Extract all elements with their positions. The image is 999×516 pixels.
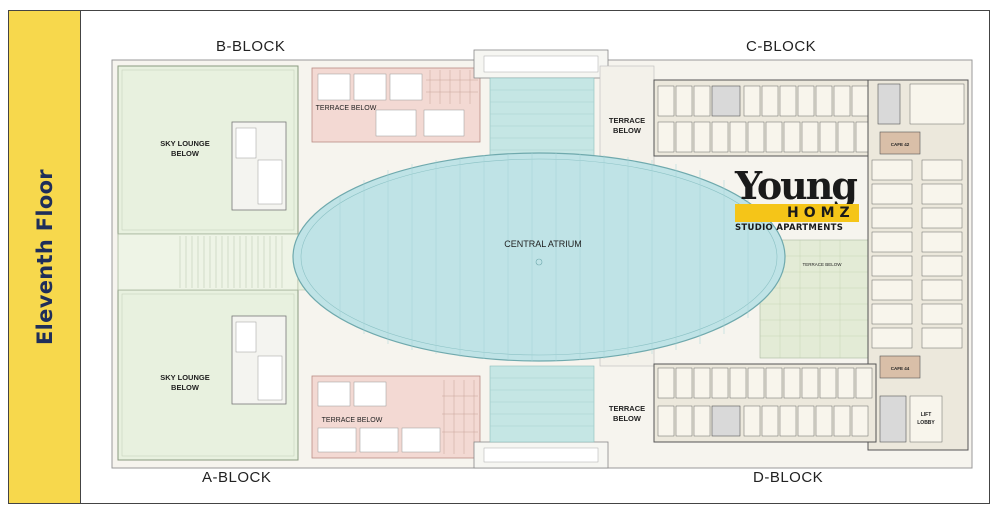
terrace-c-label-1: TERRACE: [609, 116, 645, 125]
sky-lounge-top-label-1: SKY LOUNGE: [160, 139, 209, 148]
atrium-ribs: [339, 153, 749, 361]
sky-lounge-bottom-label-1: SKY LOUNGE: [160, 373, 209, 382]
terrace-d-label-1: TERRACE: [609, 404, 645, 413]
connector-hatch: [179, 236, 283, 288]
sky-lounge-top-label-2: BELOW: [171, 149, 200, 158]
terrace-grid-top: [426, 70, 478, 104]
terrace-d-label-2: BELOW: [613, 414, 642, 423]
logo-brand: Young: [735, 163, 858, 208]
cafe-42-label: CAFE 42: [891, 142, 910, 147]
terrace-bottom-label: TERRACE BELOW: [322, 417, 383, 424]
terrace-top-label: TERRACE BELOW: [316, 105, 377, 112]
floor-title-band: Eleventh Floor: [9, 11, 81, 503]
young-homz-logo: Young HOMZ STUDIO APARTMENTS: [735, 163, 865, 233]
lounge-connector: [117, 233, 299, 291]
d-block-label: D-BLOCK: [753, 469, 824, 486]
atrium-strip-top: [489, 77, 595, 159]
cafe-44-label: CAFE 44: [891, 366, 910, 371]
cafe-44: [879, 355, 921, 379]
terrace-units-bottom: [317, 381, 441, 453]
logo-tagline: STUDIO APARTMENTS: [735, 223, 844, 233]
lift-lobby: [909, 395, 943, 443]
stair-core-top: [877, 83, 901, 125]
c-core: [711, 85, 741, 117]
terrace-small-label: TERRACE BELOW: [802, 262, 842, 267]
terrace-units-top: [317, 73, 465, 137]
c-block-label: C-BLOCK: [746, 38, 817, 55]
logo-sub: HOMZ: [735, 204, 859, 222]
d-core: [711, 405, 741, 437]
a-block-label: A-BLOCK: [202, 469, 272, 486]
terrace-c-label-2: BELOW: [613, 126, 642, 135]
stair-core-bottom: [879, 395, 907, 443]
atrium-strip-bottom: [489, 365, 595, 443]
central-atrium: [292, 152, 786, 362]
lift-lobby-label-2: LOBBY: [917, 420, 935, 426]
b-block-label: B-BLOCK: [216, 38, 286, 55]
sky-lounge-bottom-label-2: BELOW: [171, 383, 200, 392]
central-atrium-label: CENTRAL ATRIUM: [504, 239, 582, 249]
cafe-42: [879, 131, 921, 155]
lift-lobby-label-1: LIFT: [921, 412, 932, 418]
